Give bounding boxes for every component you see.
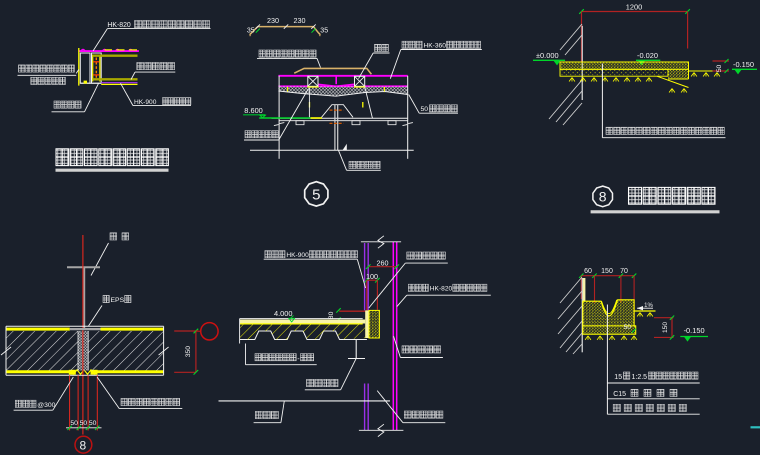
svg-text:80: 80 bbox=[328, 311, 335, 319]
svg-text:1%: 1% bbox=[644, 303, 653, 309]
svg-text:350: 350 bbox=[185, 346, 192, 358]
svg-text:-0.150: -0.150 bbox=[733, 60, 754, 69]
svg-text:35: 35 bbox=[247, 27, 255, 34]
svg-text:HK-820: HK-820 bbox=[430, 286, 453, 293]
svg-text:50: 50 bbox=[716, 65, 723, 73]
svg-text:5: 5 bbox=[312, 187, 320, 204]
svg-text:C15: C15 bbox=[613, 391, 626, 398]
svg-text:50: 50 bbox=[421, 106, 429, 113]
svg-text:-: - bbox=[297, 356, 300, 363]
svg-text:60: 60 bbox=[584, 268, 592, 275]
svg-text:150: 150 bbox=[601, 268, 613, 275]
svg-text:230: 230 bbox=[267, 16, 279, 25]
svg-text:-0.020: -0.020 bbox=[637, 51, 658, 60]
svg-text:150: 150 bbox=[662, 322, 669, 333]
svg-text:8.600: 8.600 bbox=[244, 106, 262, 115]
svg-text:1:2.5: 1:2.5 bbox=[632, 374, 648, 381]
svg-text:HK-820: HK-820 bbox=[107, 22, 131, 29]
svg-text:±0.000: ±0.000 bbox=[536, 51, 559, 60]
svg-text:1200: 1200 bbox=[626, 3, 642, 12]
svg-text:EPS: EPS bbox=[111, 297, 125, 304]
svg-text:260: 260 bbox=[377, 258, 389, 267]
svg-text:8: 8 bbox=[599, 188, 607, 204]
svg-text:15: 15 bbox=[614, 374, 622, 381]
svg-text:50: 50 bbox=[89, 420, 97, 427]
svg-text:35: 35 bbox=[320, 27, 328, 34]
svg-text:50: 50 bbox=[80, 420, 88, 427]
svg-text:70: 70 bbox=[620, 268, 628, 275]
svg-text:HK-360: HK-360 bbox=[424, 42, 447, 49]
svg-text:100: 100 bbox=[366, 272, 378, 281]
svg-text:@300: @300 bbox=[37, 402, 55, 409]
svg-text:8: 8 bbox=[80, 438, 87, 452]
svg-text:50: 50 bbox=[70, 420, 78, 427]
svg-text:50: 50 bbox=[624, 324, 632, 331]
svg-text:-0.150: -0.150 bbox=[684, 326, 705, 335]
svg-text:HK-900: HK-900 bbox=[134, 99, 157, 106]
svg-text:230: 230 bbox=[294, 16, 306, 25]
svg-text:4.000: 4.000 bbox=[274, 309, 293, 318]
svg-text:HK-900: HK-900 bbox=[286, 252, 309, 259]
